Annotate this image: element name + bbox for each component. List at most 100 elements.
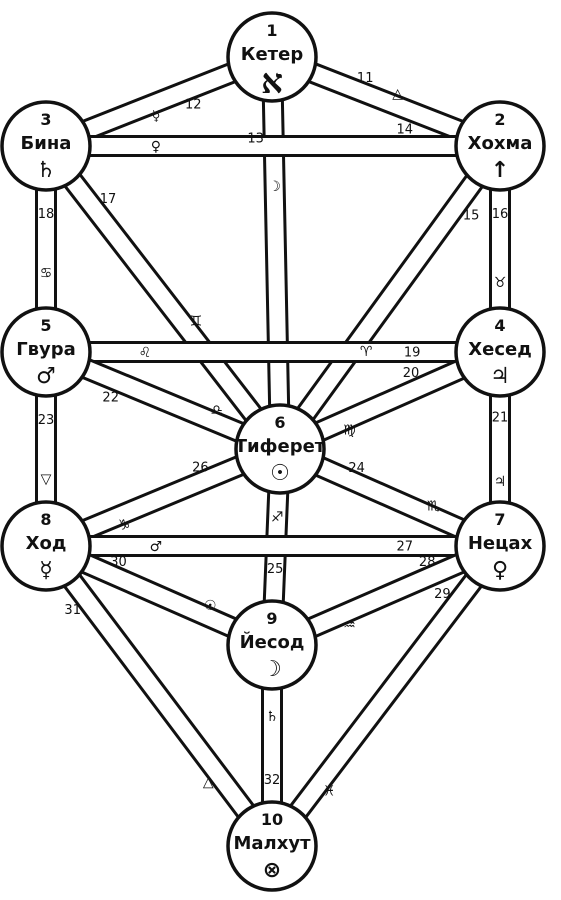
path-number-label: 12 <box>185 98 202 113</box>
libra-icon: ♎ <box>210 403 223 419</box>
sephira-number: 5 <box>40 316 51 335</box>
sephira-name: Бина <box>21 133 72 154</box>
path-19 <box>44 341 502 363</box>
sephira-circle <box>226 599 318 691</box>
path-number-label: 25 <box>267 562 284 577</box>
path-27 <box>44 535 502 557</box>
sephira-name: Нецах <box>468 533 533 554</box>
sephira-number: 10 <box>261 810 283 829</box>
sun-icon: ☉ <box>270 461 290 486</box>
path-number-label: 15 <box>463 208 480 223</box>
sephira-circle <box>0 306 92 398</box>
sephira-number: 7 <box>494 510 505 529</box>
path-number-label: 17 <box>100 192 117 207</box>
path-number-label: 14 <box>397 123 414 138</box>
sephira-circle <box>454 100 546 192</box>
path-number-label: 22 <box>102 391 119 406</box>
sephira-number: 4 <box>494 316 505 335</box>
path-number-label: 21 <box>492 411 509 426</box>
path-number-label: 23 <box>38 413 55 428</box>
sephira-name: Кетер <box>241 44 304 65</box>
path-number-label: 20 <box>403 366 420 381</box>
mars-icon: ♂ <box>150 539 163 555</box>
sephira-circle <box>454 306 546 398</box>
path-14 <box>44 135 502 157</box>
pisces-icon: ♓ <box>323 784 336 800</box>
path-number-label: 19 <box>404 346 421 361</box>
leo-icon: ♌ <box>139 345 152 361</box>
path-number-label: 16 <box>492 207 509 222</box>
sephira-name: Хесед <box>468 339 532 360</box>
path-number-label: 26 <box>192 460 209 475</box>
aleph-icon: א <box>261 62 283 102</box>
path-number-label: 28 <box>419 555 436 570</box>
path-number-label: 31 <box>64 603 81 618</box>
gemini-icon: ♊ <box>190 314 203 330</box>
water-triangle-icon: ▽ <box>41 472 52 488</box>
sagittarius-icon: ♐ <box>271 510 284 526</box>
sephira-name: Хохма <box>468 133 533 154</box>
sun-icon: ☉ <box>204 598 217 614</box>
arrow-up-icon: ↑ <box>491 158 509 183</box>
capricorn-icon: ♑ <box>118 518 131 534</box>
fire-triangle-icon: △ <box>203 774 214 790</box>
mercury-icon: ☿ <box>152 109 161 125</box>
sephira-name: Йесод <box>240 631 305 653</box>
sephira-number: 1 <box>266 21 277 40</box>
path-13 <box>261 55 291 451</box>
saturn-icon: ♄ <box>36 158 56 183</box>
path-number-label: 30 <box>110 555 127 570</box>
moon-icon: ☽ <box>268 179 281 195</box>
aquarius-icon: ♒ <box>343 617 356 633</box>
earth-cross-icon: ⊗ <box>263 858 281 883</box>
saturn-icon: ♄ <box>266 709 279 725</box>
mars-icon: ♂ <box>36 364 56 389</box>
sephira-number: 8 <box>40 510 51 529</box>
aries-icon: ♈ <box>360 344 373 360</box>
path-number-label: 18 <box>38 207 55 222</box>
sephira-name: Тиферет <box>235 436 326 457</box>
virgo-icon: ♍ <box>343 422 356 438</box>
path-labels-layer: 11△12☿13☽14♀15♈16♉17♊18♋19♌20♍21♃22♎23▽2… <box>38 71 509 800</box>
sephirot-layer: 1Кетерא2Хохма↑3Бина♄4Хесед♃5Гвура♂6Тифер… <box>0 11 546 892</box>
venus-icon: ♀ <box>492 558 508 583</box>
air-triangle-icon: △ <box>392 86 403 102</box>
path-number-label: 32 <box>264 773 281 788</box>
path-number-label: 24 <box>348 461 365 476</box>
sephira-circle <box>0 500 92 592</box>
jupiter-icon: ♃ <box>494 474 507 490</box>
sephira-number: 3 <box>40 110 51 129</box>
taurus-icon: ♉ <box>494 275 507 291</box>
mercury-icon: ☿ <box>39 558 53 583</box>
sephira-number: 2 <box>494 110 505 129</box>
sephira-name: Ход <box>26 533 67 554</box>
path-number-label: 11 <box>357 71 374 86</box>
jupiter-icon: ♃ <box>490 364 510 389</box>
path-number-label: 27 <box>397 540 414 555</box>
sephira-name: Малхут <box>233 833 311 854</box>
venus-icon: ♀ <box>151 139 161 155</box>
sephira-circle <box>454 500 546 592</box>
sephira-circle <box>226 11 318 103</box>
sephira-circle <box>234 403 326 495</box>
path-number-label: 29 <box>434 587 451 602</box>
sephira-circle <box>0 100 92 192</box>
cancer-icon: ♋ <box>40 266 53 282</box>
moon-icon: ☽ <box>262 657 282 682</box>
sephira-name: Гвура <box>16 339 76 360</box>
path-number-label: 13 <box>247 131 264 146</box>
sephira-circle <box>226 800 318 892</box>
scorpio-icon: ♏ <box>427 499 440 515</box>
